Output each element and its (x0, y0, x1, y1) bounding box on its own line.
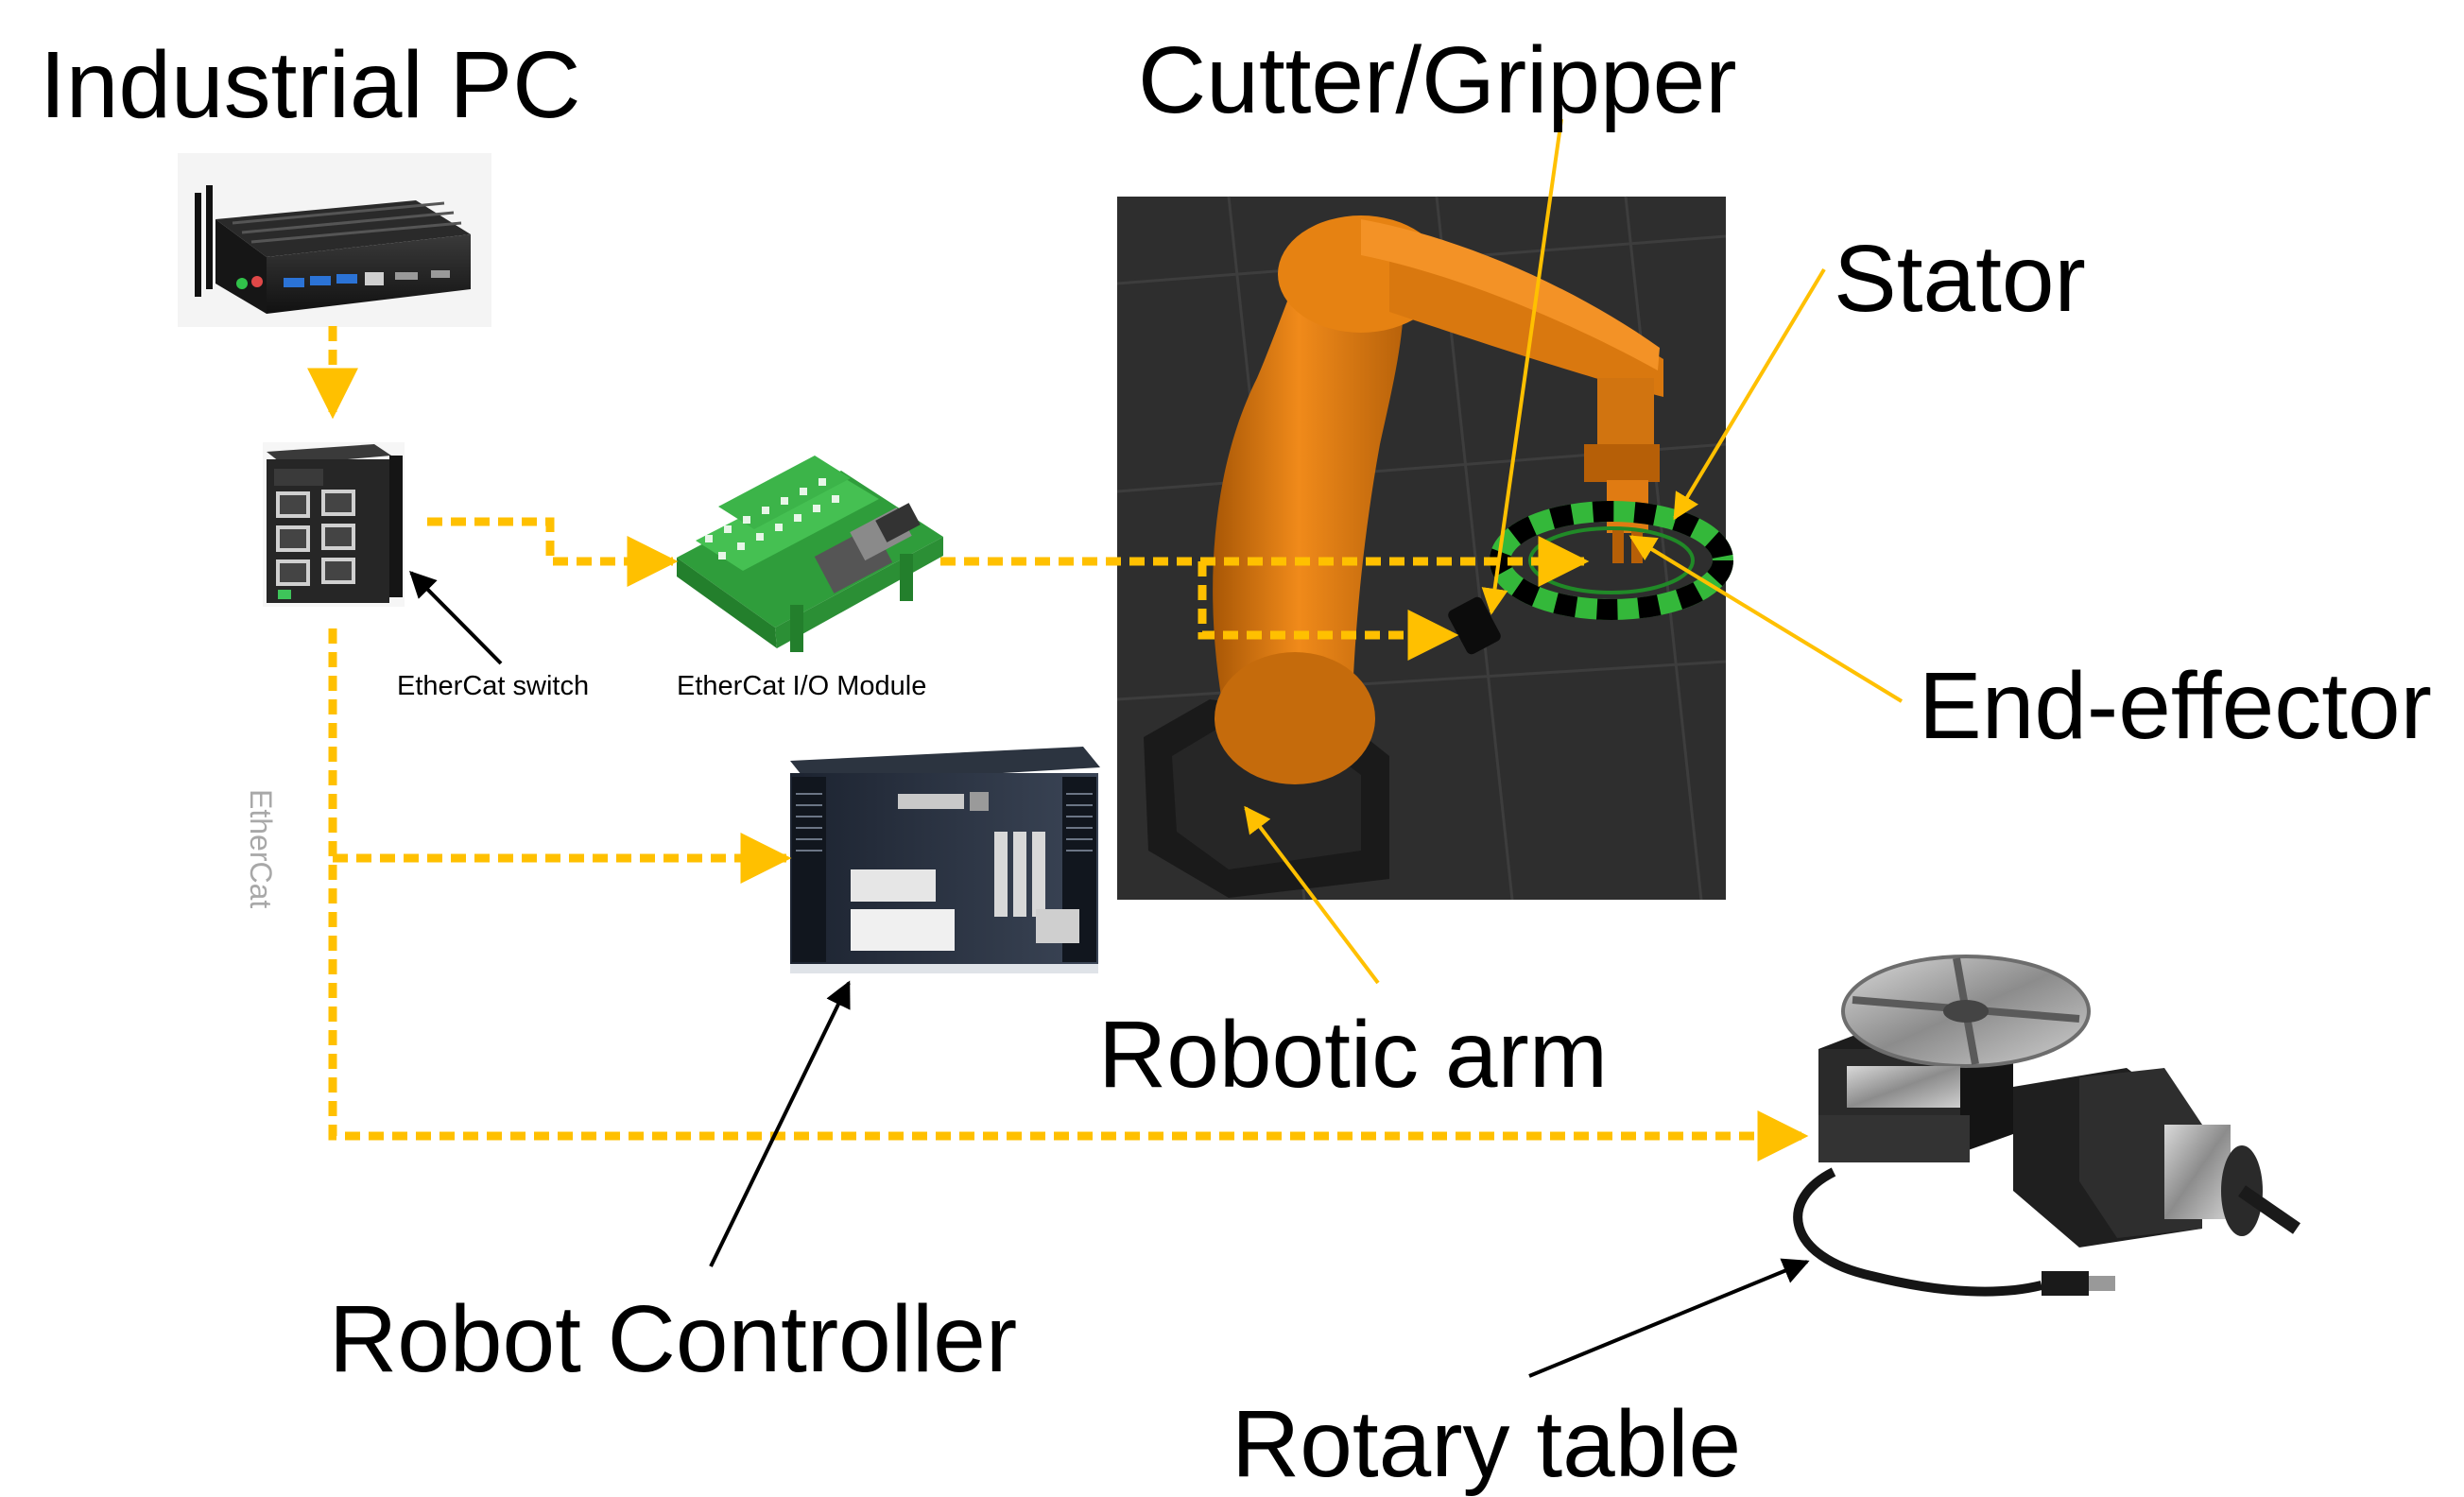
label-industrial-pc: Industrial PC (40, 32, 581, 138)
pointer-switch (409, 571, 503, 665)
conn-switch-to-io (427, 517, 679, 587)
ethercat-io-module-icon (677, 456, 943, 652)
ethercat-switch-icon (263, 442, 405, 607)
pointer-robot-controller (709, 980, 851, 1267)
label-ethercat-switch: EtherCat switch (397, 671, 590, 701)
robotic-arm-render (1116, 196, 1727, 901)
pointer-cutter-gripper (1481, 118, 1563, 615)
pointer-stator (1673, 267, 1826, 521)
ethercat-connections (307, 326, 1809, 1161)
label-robot-controller: Robot Controller (329, 1286, 1018, 1392)
label-end-effector: End-effector (1919, 653, 2432, 759)
label-rotary-table: Rotary table (1232, 1391, 1742, 1497)
conn-bus-trunk (328, 628, 1809, 1161)
label-cutter-gripper: Cutter/Gripper (1138, 27, 1737, 133)
rotary-table-icon (1793, 955, 2300, 1297)
pointer-end-effector (1628, 535, 1904, 703)
label-stator: Stator (1834, 226, 2086, 332)
label-ethercat-bus: EtherCat (244, 789, 278, 909)
label-ethercat-io-module: EtherCat I/O Module (677, 671, 927, 701)
label-robotic-arm: Robotic arm (1098, 1002, 1609, 1108)
conn-to-gripper (1198, 561, 1459, 661)
pointer-rotary-table (1528, 1258, 1810, 1378)
pointer-lines (409, 118, 1904, 1378)
pointer-robotic-arm (1244, 805, 1380, 985)
industrial-pc-icon (178, 153, 491, 327)
robot-controller-icon (790, 747, 1100, 973)
